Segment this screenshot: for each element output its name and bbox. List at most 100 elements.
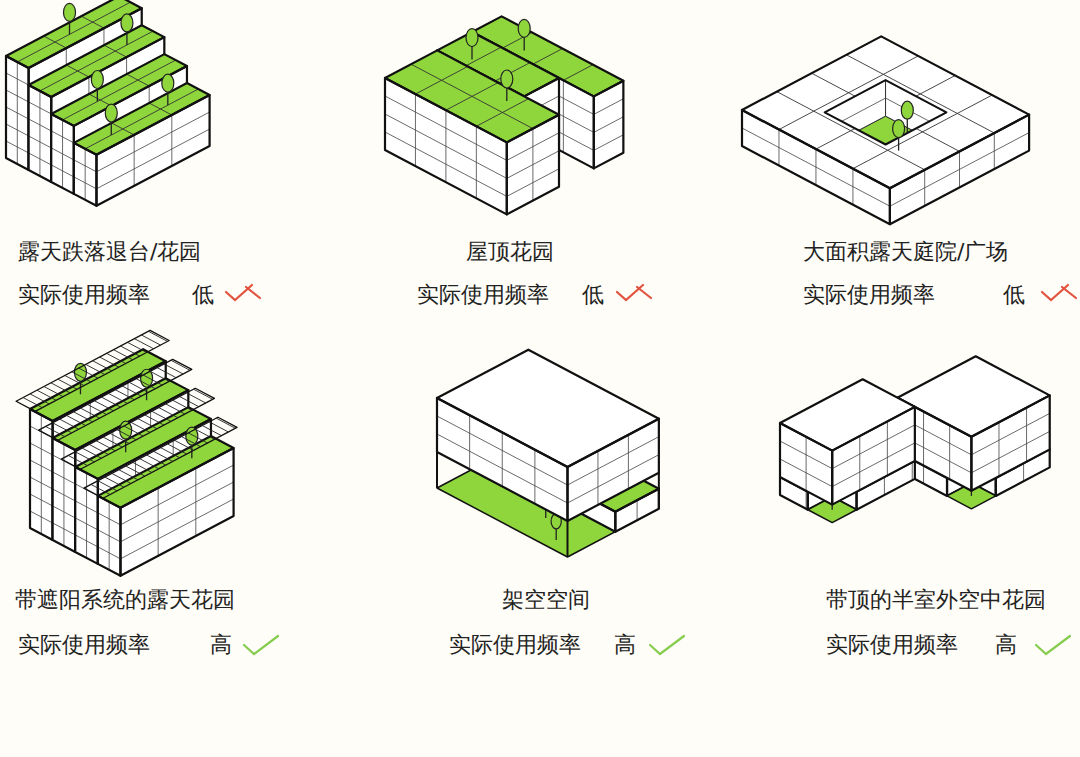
building-face bbox=[53, 438, 76, 552]
building-outline bbox=[780, 379, 915, 450]
grid-line bbox=[411, 64, 533, 128]
grid-line bbox=[887, 421, 888, 475]
grid-line bbox=[563, 80, 564, 152]
pergola-frame bbox=[16, 330, 169, 411]
grid-line bbox=[806, 491, 807, 509]
roof-garden-building bbox=[385, 16, 623, 214]
grid-line bbox=[806, 437, 807, 491]
grid-line bbox=[1026, 408, 1027, 462]
building-outline bbox=[74, 83, 210, 155]
grid-line bbox=[594, 99, 624, 115]
grid-line bbox=[436, 452, 438, 488]
frequency-label: 实际使用频率 bbox=[18, 631, 150, 659]
shade-pergola bbox=[84, 417, 237, 498]
building-outline bbox=[437, 398, 568, 521]
grid-line bbox=[637, 500, 638, 520]
building-face bbox=[75, 467, 98, 564]
building-outline bbox=[53, 438, 76, 552]
building-outline bbox=[971, 395, 1049, 490]
frequency-value: 低 bbox=[582, 281, 604, 309]
grid-line bbox=[912, 462, 913, 480]
green-roof bbox=[385, 50, 559, 142]
courtyard-wall bbox=[825, 80, 886, 148]
frequency-label: 实际使用频率 bbox=[18, 281, 150, 309]
stilted-building bbox=[437, 350, 659, 557]
grid-line bbox=[148, 331, 167, 341]
grid-line bbox=[171, 115, 172, 166]
frequency-label: 实际使用频率 bbox=[417, 281, 549, 309]
grid-line bbox=[17, 62, 18, 164]
grid-line bbox=[445, 110, 446, 182]
grid-line bbox=[594, 117, 624, 133]
tree-symbol bbox=[162, 74, 174, 105]
building-outline bbox=[51, 114, 74, 194]
cross-mark bbox=[1042, 285, 1076, 300]
frequency-label: 实际使用频率 bbox=[826, 631, 958, 659]
grid-line bbox=[884, 477, 885, 495]
grid-line bbox=[628, 435, 629, 489]
check-mark bbox=[650, 636, 684, 654]
green-roof bbox=[74, 83, 210, 155]
shade-pergola bbox=[61, 388, 214, 469]
check-mark bbox=[1036, 636, 1070, 654]
roof-face bbox=[437, 350, 659, 467]
grid-line bbox=[85, 89, 198, 149]
frequency-label: 实际使用频率 bbox=[803, 281, 935, 309]
grid-line bbox=[597, 451, 598, 505]
grid-line bbox=[971, 431, 1049, 472]
building-outline bbox=[96, 95, 209, 206]
building-outline bbox=[75, 467, 98, 564]
building-face bbox=[51, 114, 74, 194]
grid-line bbox=[994, 133, 995, 169]
terrace-building bbox=[6, 0, 210, 206]
grid-line bbox=[134, 135, 135, 186]
tree-symbol bbox=[64, 3, 76, 34]
building-outline bbox=[832, 407, 915, 505]
frequency-value: 低 bbox=[1003, 281, 1025, 309]
grid-line bbox=[852, 169, 853, 205]
grid-line bbox=[890, 133, 1029, 207]
cross-mark bbox=[617, 285, 651, 300]
grid-line bbox=[594, 135, 624, 151]
grid-line bbox=[859, 436, 860, 490]
grid-line bbox=[63, 444, 64, 546]
building-outline bbox=[780, 423, 832, 505]
grid-line bbox=[1023, 463, 1024, 481]
caption-title: 带顶的半室外空中花园 bbox=[826, 586, 1046, 614]
frequency-value: 高 bbox=[210, 631, 232, 659]
caption-title: 露天跌落退台/花园 bbox=[18, 238, 201, 266]
courtyard-wall bbox=[886, 80, 947, 148]
grid-line bbox=[96, 129, 209, 189]
building-outline bbox=[120, 448, 233, 576]
grid-line bbox=[171, 360, 190, 370]
grid-line bbox=[469, 415, 470, 469]
cross-mark bbox=[226, 285, 260, 300]
grid-line bbox=[959, 151, 960, 187]
grid-line bbox=[104, 45, 127, 57]
tree-symbol bbox=[466, 29, 478, 60]
building-outline bbox=[98, 496, 121, 576]
building-face bbox=[98, 496, 121, 576]
tree-symbol bbox=[91, 71, 103, 102]
grid-line bbox=[86, 473, 87, 558]
grid-line bbox=[127, 74, 150, 86]
grid-line bbox=[534, 450, 535, 504]
shade-pergola bbox=[16, 330, 169, 411]
tree-symbol bbox=[901, 101, 913, 132]
building-outline bbox=[385, 78, 507, 214]
grid-line bbox=[502, 433, 503, 487]
courtyard-building bbox=[742, 36, 1029, 224]
building-outline bbox=[742, 36, 1029, 188]
grid-line bbox=[825, 98, 886, 130]
grid-line bbox=[66, 65, 89, 77]
sky-garden-building bbox=[780, 356, 1050, 522]
shaded-terrace-building bbox=[16, 330, 237, 575]
grid-line bbox=[44, 36, 67, 48]
grid-line bbox=[195, 468, 196, 536]
building-outline bbox=[6, 56, 29, 170]
grid-line bbox=[112, 123, 135, 135]
grid-line bbox=[923, 466, 924, 484]
caption-title: 大面积露天庭院/广场 bbox=[803, 238, 1008, 266]
roof-face bbox=[780, 379, 915, 450]
